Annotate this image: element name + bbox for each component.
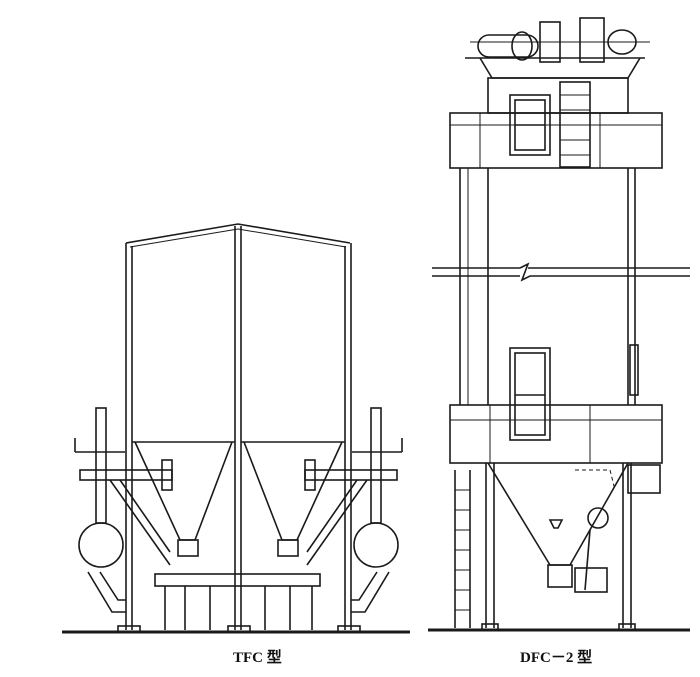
dfc-upper-platform bbox=[449, 112, 663, 169]
dfc-hopper bbox=[487, 462, 661, 593]
tfc-hoppers bbox=[132, 441, 345, 557]
tfc-roof bbox=[125, 223, 351, 248]
dfc-caption: DFC－2 型 bbox=[520, 650, 593, 666]
tfc-columns bbox=[125, 226, 352, 630]
dfc-fan-unit bbox=[465, 17, 650, 63]
tfc-caption: TFC 型 bbox=[233, 650, 282, 666]
tfc-platform bbox=[117, 573, 361, 633]
dfc-legs-and-ladder bbox=[454, 463, 636, 631]
dfc-lower-platform bbox=[449, 404, 663, 464]
tfc-left-side-equipment bbox=[74, 407, 173, 613]
tfc-collector bbox=[62, 223, 410, 634]
tfc-right-side-equipment bbox=[304, 407, 403, 613]
dfc-collector bbox=[428, 17, 690, 632]
dfc-body bbox=[432, 168, 690, 441]
